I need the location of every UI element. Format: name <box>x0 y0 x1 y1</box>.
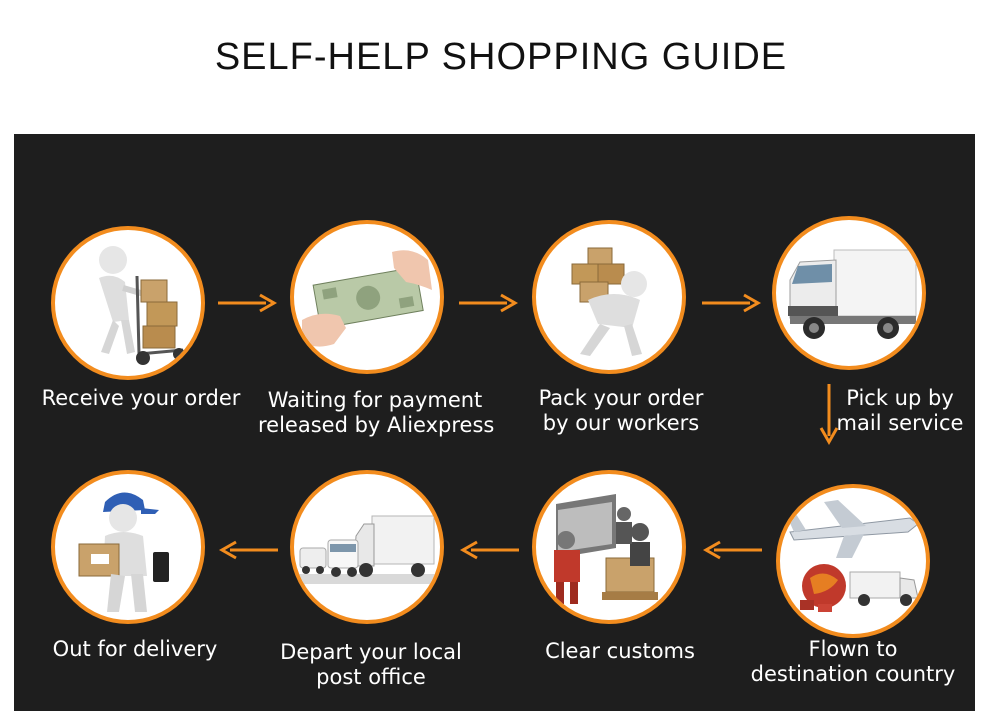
step-5-line2: destination country <box>750 662 956 686</box>
step-6-label: Clear customs <box>503 639 737 664</box>
step-3-line1: Pack your order <box>538 386 704 410</box>
arrow-down-icon <box>819 384 839 446</box>
airplane-icon <box>786 500 919 612</box>
money-payment-icon <box>302 250 432 347</box>
arrow-left-icon <box>218 540 278 560</box>
step-2-label: Waiting for payment released by Aliexpre… <box>258 388 495 438</box>
step-7-line1: Depart your local <box>280 640 462 664</box>
arrow-right-icon <box>218 293 278 313</box>
step-8-image <box>51 470 205 624</box>
step-1-image <box>51 226 205 380</box>
step-6-line1: Clear customs <box>545 639 695 663</box>
truck-fleet-icon <box>294 515 440 584</box>
step-1-line1: Receive your order <box>41 386 241 410</box>
step-7-line2: post office <box>316 665 426 689</box>
step-7-image <box>290 470 444 624</box>
arrow-right-icon <box>459 293 519 313</box>
step-3-line2: by our workers <box>542 411 700 435</box>
shopping-guide-panel: Receive your order Waiting for payment r… <box>14 134 975 711</box>
step-4-line1: Pick up by <box>846 386 954 410</box>
step-4-line2: mail service <box>836 411 964 435</box>
step-2-line2: released by Aliexpress <box>258 413 495 437</box>
step-2-line1: Waiting for payment <box>267 388 483 412</box>
delivery-truck-icon <box>788 249 917 339</box>
worker-carrying-boxes-icon <box>571 247 647 356</box>
step-8-label: Out for delivery <box>18 637 252 662</box>
step-1-label: Receive your order <box>24 386 258 411</box>
arrow-right-icon <box>702 293 762 313</box>
step-4-label: Pick up by mail service <box>832 386 968 436</box>
step-3-image <box>532 220 686 374</box>
step-8-line1: Out for delivery <box>52 637 218 661</box>
step-5-label: Flown to destination country <box>736 637 970 687</box>
courier-icon <box>78 492 169 612</box>
customs-robots-icon <box>554 494 658 604</box>
step-7-label: Depart your local post office <box>254 640 488 690</box>
step-3-label: Pack your order by our workers <box>504 386 738 436</box>
page-title: SELF-HELP SHOPPING GUIDE <box>214 36 788 78</box>
step-4-image <box>772 216 926 370</box>
step-6-image <box>532 470 686 624</box>
step-5-line1: Flown to <box>808 637 898 661</box>
worker-hand-truck-icon <box>99 246 185 365</box>
step-5-image <box>776 484 930 638</box>
arrow-left-icon <box>702 540 762 560</box>
arrow-left-icon <box>459 540 519 560</box>
step-2-image <box>290 220 444 374</box>
